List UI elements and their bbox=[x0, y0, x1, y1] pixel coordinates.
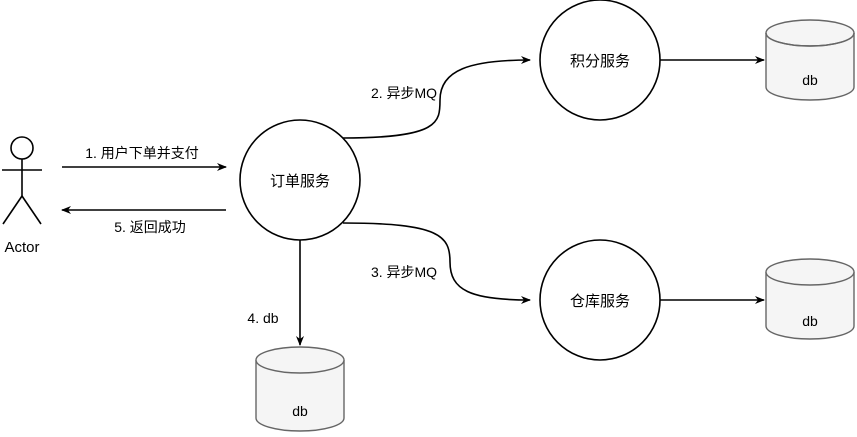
database-points-label: db bbox=[802, 72, 818, 88]
database-icon bbox=[255, 346, 345, 432]
edge-response: 5. 返回成功 bbox=[61, 206, 226, 235]
actor: Actor bbox=[2, 136, 42, 256]
edge-order-db-label: 4. db bbox=[247, 310, 278, 326]
database-warehouse-label: db bbox=[802, 313, 818, 329]
edge-request-label: 1. 用户下单并支付 bbox=[85, 145, 199, 161]
edge-mq-warehouse-label: 3. 异步MQ bbox=[371, 264, 437, 280]
service-order-label: 订单服务 bbox=[270, 173, 330, 190]
database-icon bbox=[765, 19, 855, 101]
edge-mq-points-label: 2. 异步MQ bbox=[371, 85, 437, 101]
edge-response-label: 5. 返回成功 bbox=[114, 219, 186, 235]
database-points: db bbox=[765, 19, 855, 101]
edge-mq-points: 2. 异步MQ bbox=[342, 56, 531, 139]
database-order: db bbox=[255, 346, 345, 432]
actor-icon bbox=[2, 136, 42, 225]
service-warehouse-label: 仓库服务 bbox=[570, 293, 630, 310]
service-points: 积分服务 bbox=[539, 0, 661, 121]
edge-request: 1. 用户下单并支付 bbox=[62, 145, 227, 171]
edge-order-db: 4. db bbox=[247, 240, 304, 346]
actor-label: Actor bbox=[4, 239, 39, 256]
database-warehouse: db bbox=[765, 258, 855, 340]
database-order-label: db bbox=[292, 403, 308, 419]
service-points-label: 积分服务 bbox=[570, 53, 630, 70]
service-order: 订单服务 bbox=[239, 119, 361, 241]
edge-mq-warehouse: 3. 异步MQ bbox=[342, 222, 531, 304]
service-warehouse: 仓库服务 bbox=[539, 239, 661, 361]
database-icon bbox=[765, 258, 855, 340]
